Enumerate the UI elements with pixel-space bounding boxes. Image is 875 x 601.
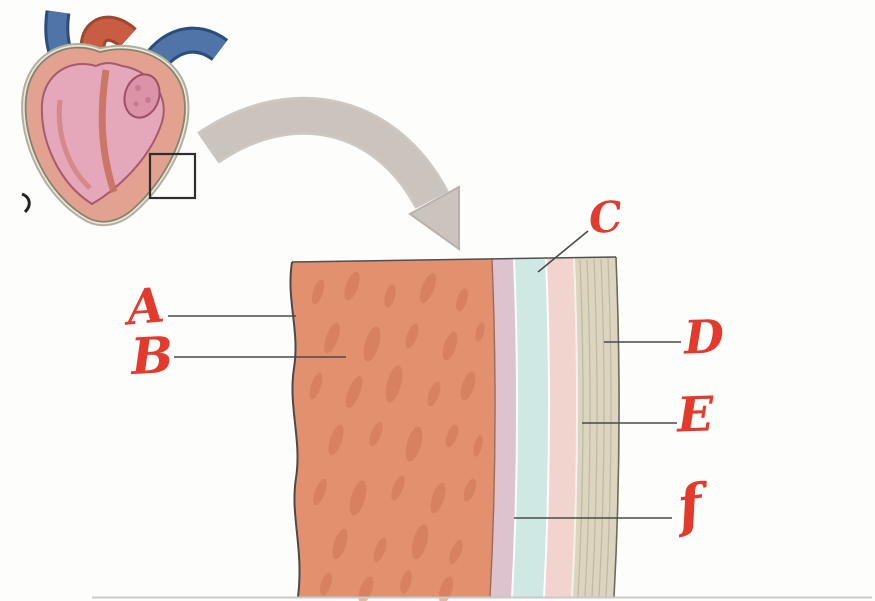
leader-lines bbox=[168, 230, 681, 519]
stray-pen-mark bbox=[21, 192, 31, 214]
label-e: E bbox=[676, 386, 715, 444]
label-d: D bbox=[683, 309, 725, 365]
layer-pink bbox=[544, 258, 578, 597]
label-c: C bbox=[586, 191, 625, 244]
layer-myocardium bbox=[290, 259, 496, 597]
heart-septum bbox=[98, 69, 118, 194]
myocardium-texture bbox=[309, 271, 485, 601]
beige-striations bbox=[577, 257, 612, 598]
wall-section bbox=[289, 256, 620, 601]
layer-mauve bbox=[490, 259, 518, 597]
heart-cross-section-illustration bbox=[21, 10, 229, 227]
leader-line-c bbox=[537, 230, 589, 273]
zoom-region-box bbox=[148, 152, 197, 200]
label-b: B bbox=[129, 324, 175, 387]
arrow-head bbox=[408, 185, 460, 251]
layer-blue bbox=[512, 259, 550, 597]
heart-atrium bbox=[123, 73, 161, 119]
magnified-view-arrow bbox=[197, 96, 460, 251]
